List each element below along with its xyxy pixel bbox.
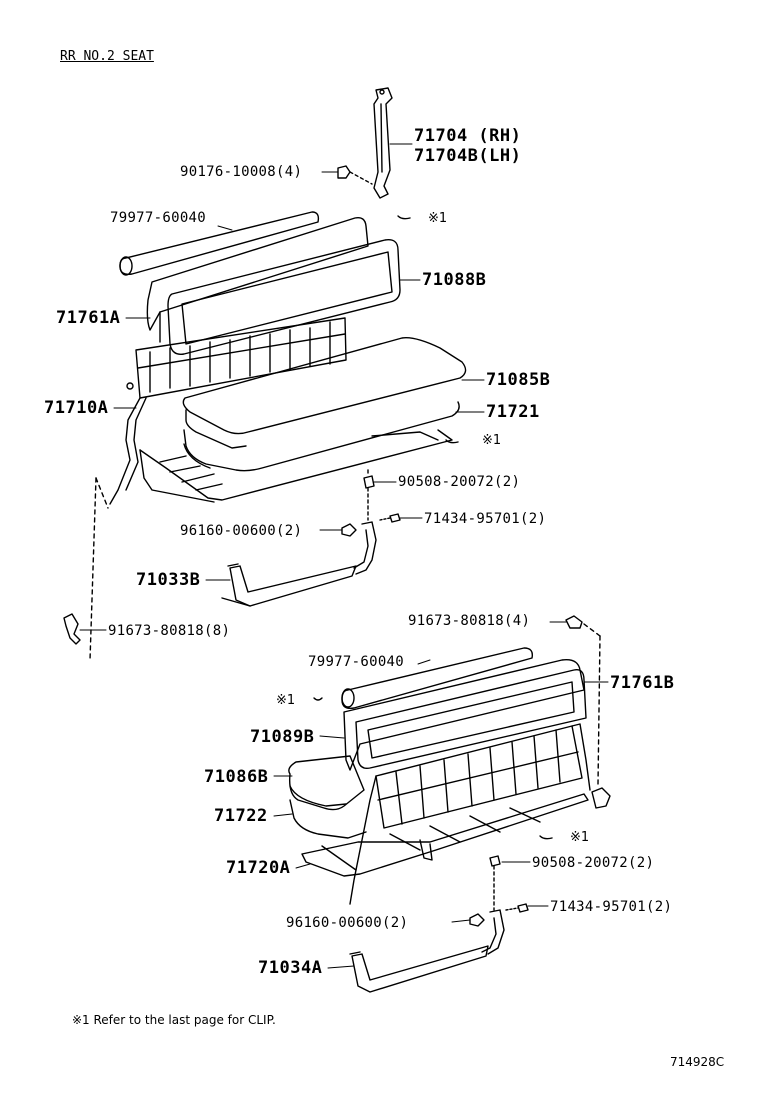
leader-dashed-right xyxy=(597,635,601,785)
seat-cushion-71085b xyxy=(182,337,467,449)
part-label-71704b-lh: 71704B(LH) xyxy=(414,146,522,166)
clip-note-bottom-2: ※1 xyxy=(570,830,590,845)
part-label-90508-top: 90508-20072(2) xyxy=(398,474,521,490)
clip-note-bottom-1: ※1 xyxy=(276,693,296,708)
part-label-96160-bottom: 96160-00600(2) xyxy=(286,915,409,931)
cushion-roll-bottom xyxy=(341,647,534,710)
part-label-71761b: 71761B xyxy=(610,673,675,693)
footnote: ※1 Refer to the last page for CLIP. xyxy=(72,1013,276,1027)
bolt-90176 xyxy=(337,165,373,185)
leader-dashed-left-top xyxy=(95,477,109,509)
part-label-71434-bottom: 71434-95701(2) xyxy=(550,899,673,915)
clip-note-top-2: ※1 xyxy=(482,433,502,448)
part-label-71710a: 71710A xyxy=(44,398,109,418)
seat-cushion-pad-71722 xyxy=(289,799,367,839)
part-label-71721: 71721 xyxy=(486,402,540,422)
seat-cushion-71086b xyxy=(288,755,365,811)
part-label-71033b: 71033B xyxy=(136,570,201,590)
diagram-code: 714928C xyxy=(670,1055,725,1069)
part-label-79977-top: 79977-60040 xyxy=(110,210,207,226)
bolt-91673-8 xyxy=(63,613,81,645)
seatback-cushion-71089b xyxy=(355,669,587,770)
bolt-71434-bottom xyxy=(505,903,529,913)
bolt-91673-4 xyxy=(565,615,583,629)
part-label-90508-bottom: 90508-20072(2) xyxy=(532,855,655,871)
part-label-71434-top: 71434-95701(2) xyxy=(424,511,547,527)
clip-mark-top-2 xyxy=(445,439,459,444)
clip-note-top-1: ※1 xyxy=(428,211,448,226)
clip-mark-bottom-1 xyxy=(313,697,323,701)
bolt-71434-top xyxy=(379,513,401,523)
bolt-90508-top xyxy=(363,469,375,521)
leg-71033b xyxy=(221,521,377,607)
bolt-90508-bottom xyxy=(489,855,501,911)
part-label-71088b: 71088B xyxy=(422,270,487,290)
nut-96160-top xyxy=(341,523,357,537)
leader-dashed-left xyxy=(89,477,97,661)
leg-71034a xyxy=(349,909,505,993)
part-label-71704-rh: 71704 (RH) xyxy=(414,126,522,146)
cushion-roll-top xyxy=(119,211,320,276)
leader-lines xyxy=(79,143,609,969)
nut-96160-bottom xyxy=(469,913,485,927)
seat-base-71720a xyxy=(301,793,589,877)
clip-mark-top-1 xyxy=(397,215,411,220)
leader-dashed-right-top xyxy=(583,623,601,637)
part-label-71089b: 71089B xyxy=(250,727,315,747)
seat-cushion-pad-71721 xyxy=(183,401,460,472)
seat-belt-strap xyxy=(373,87,393,199)
seatback-cover-71761b xyxy=(343,659,585,771)
part-label-91673-8: 91673-80818(8) xyxy=(108,623,231,639)
seatback-cover-71761a xyxy=(146,216,369,343)
diagram-title: RR NO.2 SEAT xyxy=(60,49,154,64)
part-label-71720a: 71720A xyxy=(226,858,291,878)
part-label-71085b: 71085B xyxy=(486,370,551,390)
part-label-71722: 71722 xyxy=(214,806,268,826)
seatback-frame-bottom xyxy=(349,723,611,905)
part-label-79977-bottom: 79977-60040 xyxy=(308,654,405,670)
part-label-71034a: 71034A xyxy=(258,958,323,978)
part-label-91673-4: 91673-80818(4) xyxy=(408,613,531,629)
seatback-frame-71710a xyxy=(109,317,347,505)
seatback-cushion-71088b xyxy=(167,239,401,355)
clip-mark-bottom-2 xyxy=(539,835,553,840)
part-label-71086b: 71086B xyxy=(204,767,269,787)
part-label-71761a: 71761A xyxy=(56,308,121,328)
seat-base-frame-top xyxy=(139,429,453,503)
part-label-90176: 90176-10008(4) xyxy=(180,164,303,180)
part-label-96160-top: 96160-00600(2) xyxy=(180,523,303,539)
